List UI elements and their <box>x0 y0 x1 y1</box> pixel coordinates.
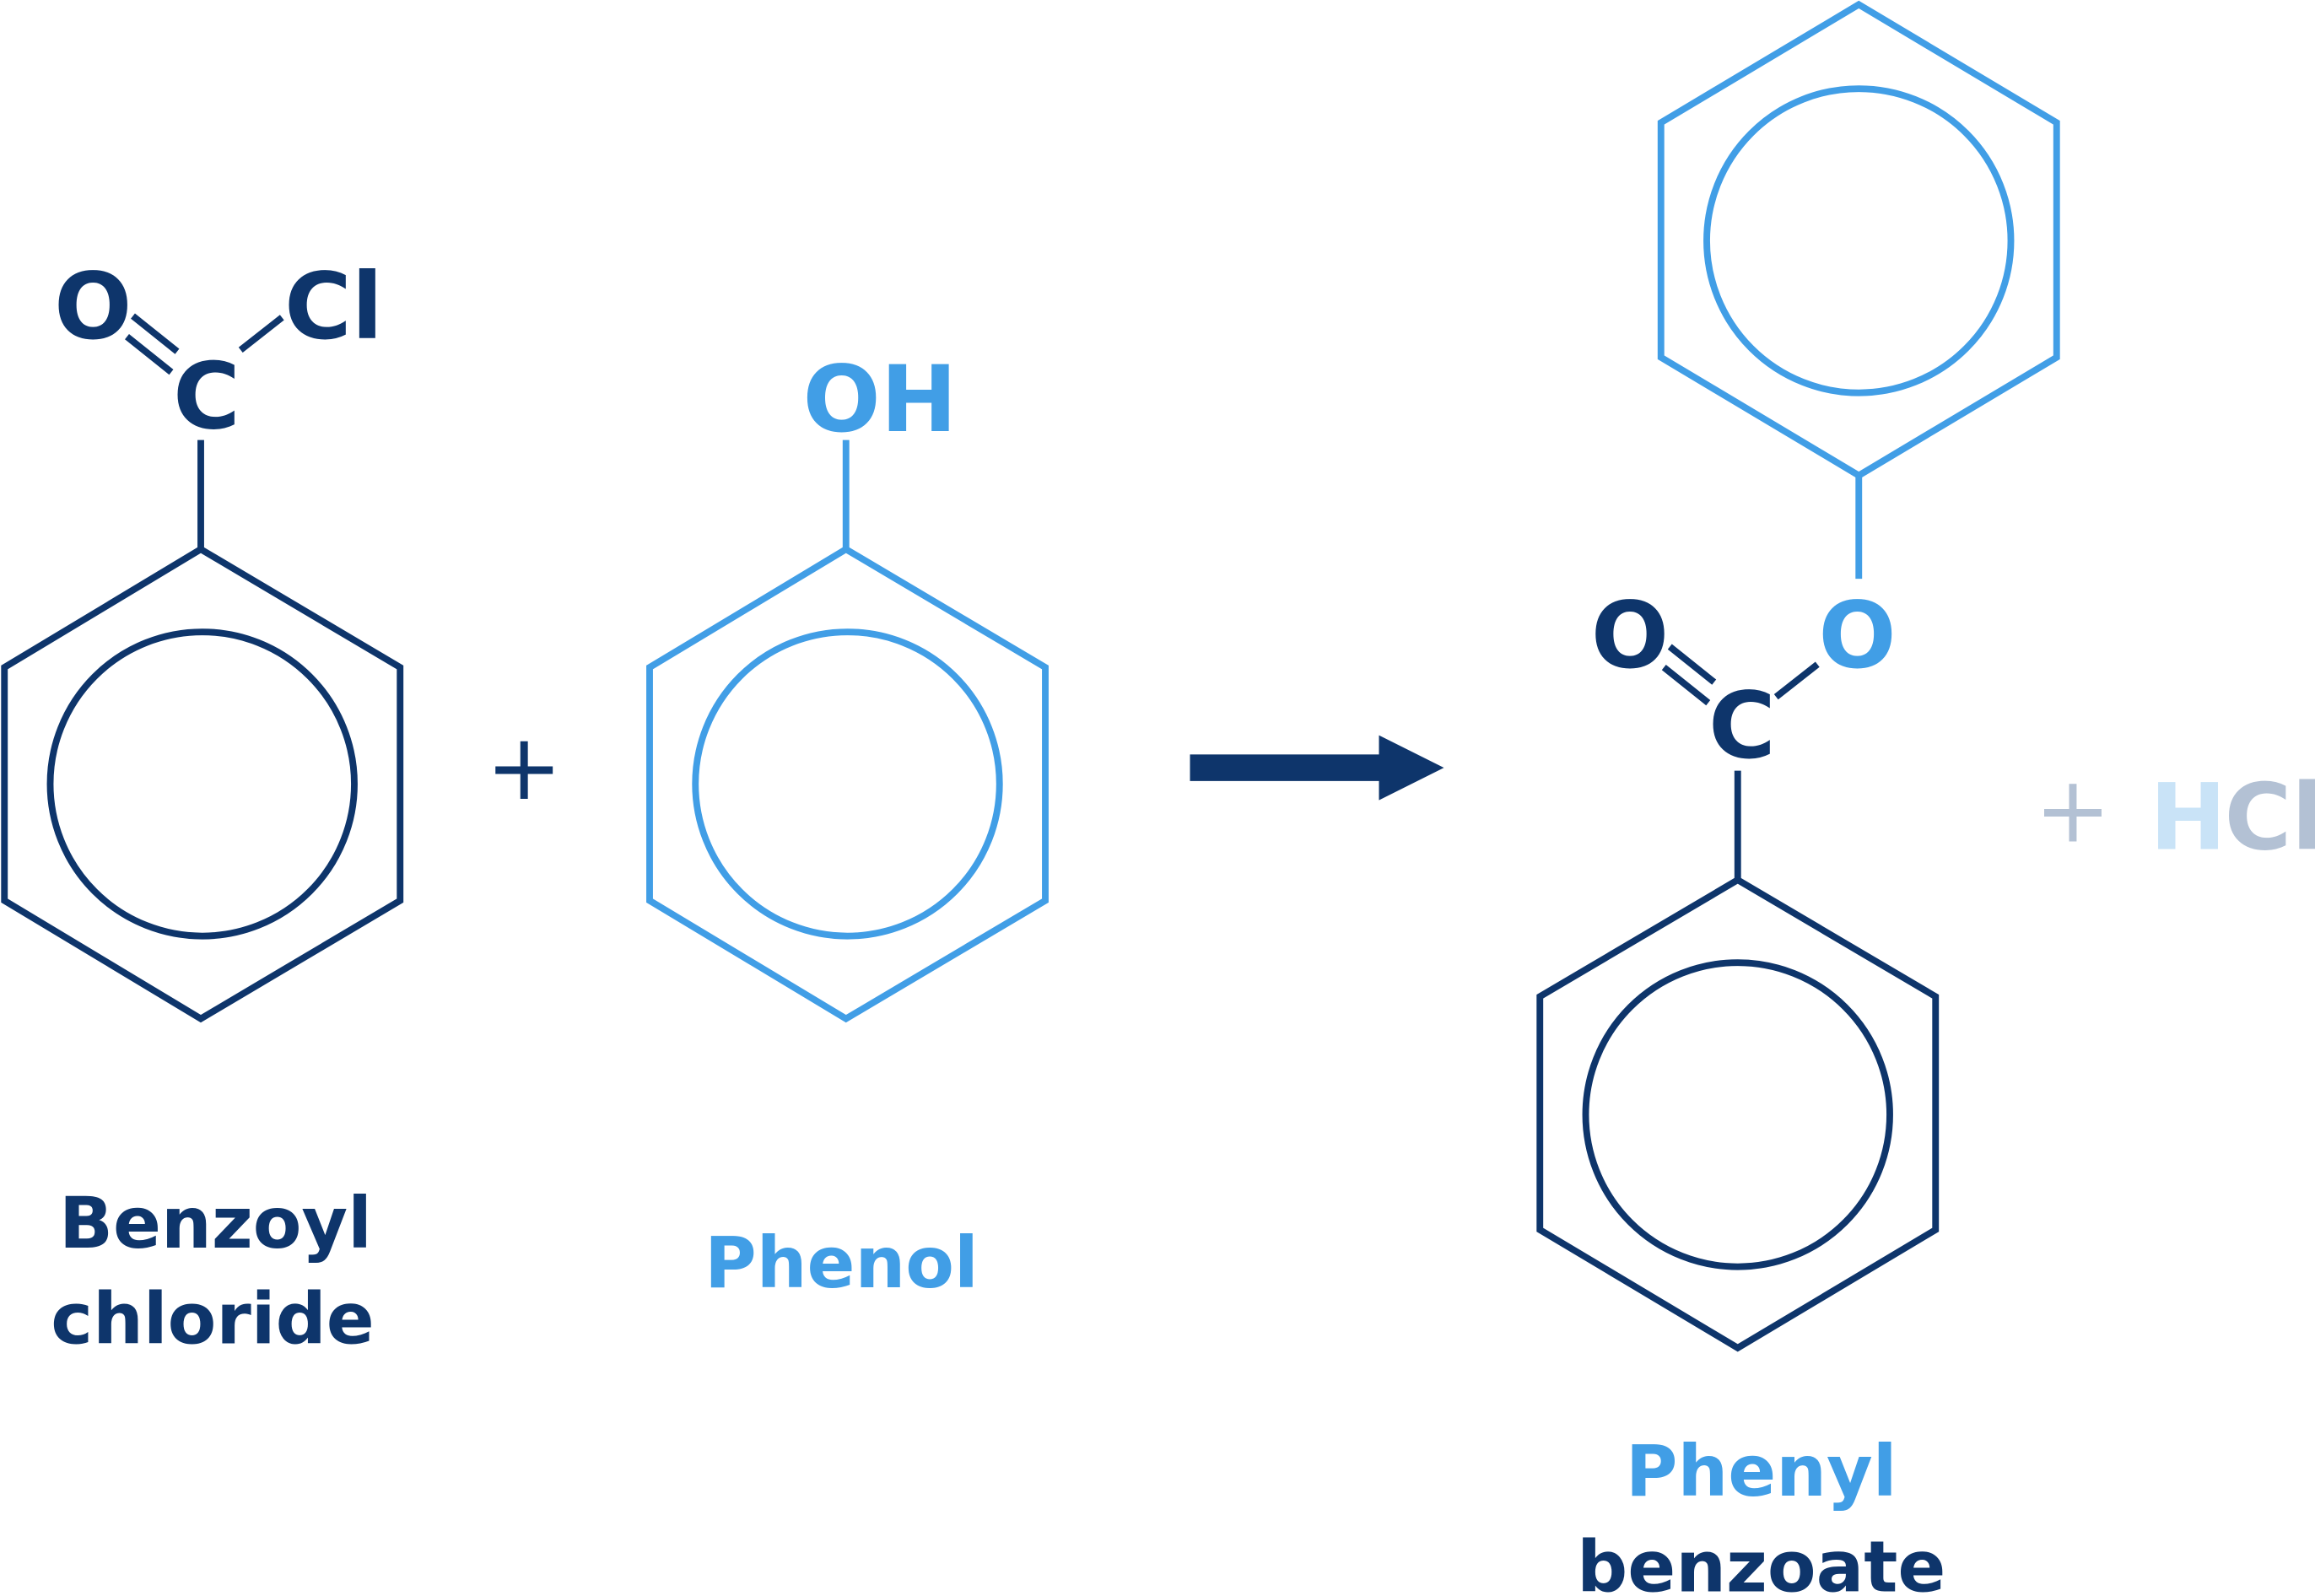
hydroxyl-group: OH <box>802 346 957 453</box>
carbon-atom: C <box>173 343 240 450</box>
phenol-label: Phenol <box>704 1221 979 1304</box>
bond-o-c <box>1773 661 1820 700</box>
plus-sign-faded: + <box>2035 757 2112 864</box>
phenol-molecule: OH <box>646 346 1049 1023</box>
double-bond-2 <box>125 334 174 375</box>
benzoyl-aromatic-circle <box>1582 959 1893 1270</box>
phenyl-label-line2: benzoate <box>1577 1526 1945 1596</box>
double-bond-2 <box>1661 665 1711 706</box>
double-bond-1 <box>131 313 180 354</box>
ester-oxygen-atom: O <box>1818 582 1896 689</box>
benzene-ring <box>1 545 404 1023</box>
aromatic-circle <box>692 628 1003 940</box>
benzoyl-label-line1: Benzoyl <box>59 1182 372 1264</box>
benzoyl-label-line2: chloride <box>51 1278 374 1361</box>
aromatic-circle <box>46 628 358 940</box>
plus-sign: + <box>486 714 563 821</box>
benzene-ring <box>646 545 1049 1023</box>
benzoyl-ring <box>1536 876 1940 1352</box>
benzoyl-chloride-molecule: O C Cl <box>1 253 404 1023</box>
double-bond-1 <box>1667 644 1717 685</box>
phenyl-benzoate-molecule: O C O <box>1536 0 2060 1352</box>
phenyl-label-line1: Phenyl <box>1626 1430 1897 1512</box>
bond-c-cl <box>238 315 284 353</box>
carbonyl-oxygen-atom: O <box>1591 582 1669 689</box>
reaction-arrow-icon <box>1190 735 1444 801</box>
oxygen-atom: O <box>54 253 132 360</box>
hcl-h: H <box>2150 763 2226 871</box>
phenyl-ring <box>1657 0 2060 480</box>
phenyl-aromatic-circle <box>1703 85 2015 396</box>
chlorine-atom: Cl <box>284 253 383 360</box>
carbon-atom: C <box>1708 672 1776 779</box>
hcl-cl: Cl <box>2225 763 2315 871</box>
